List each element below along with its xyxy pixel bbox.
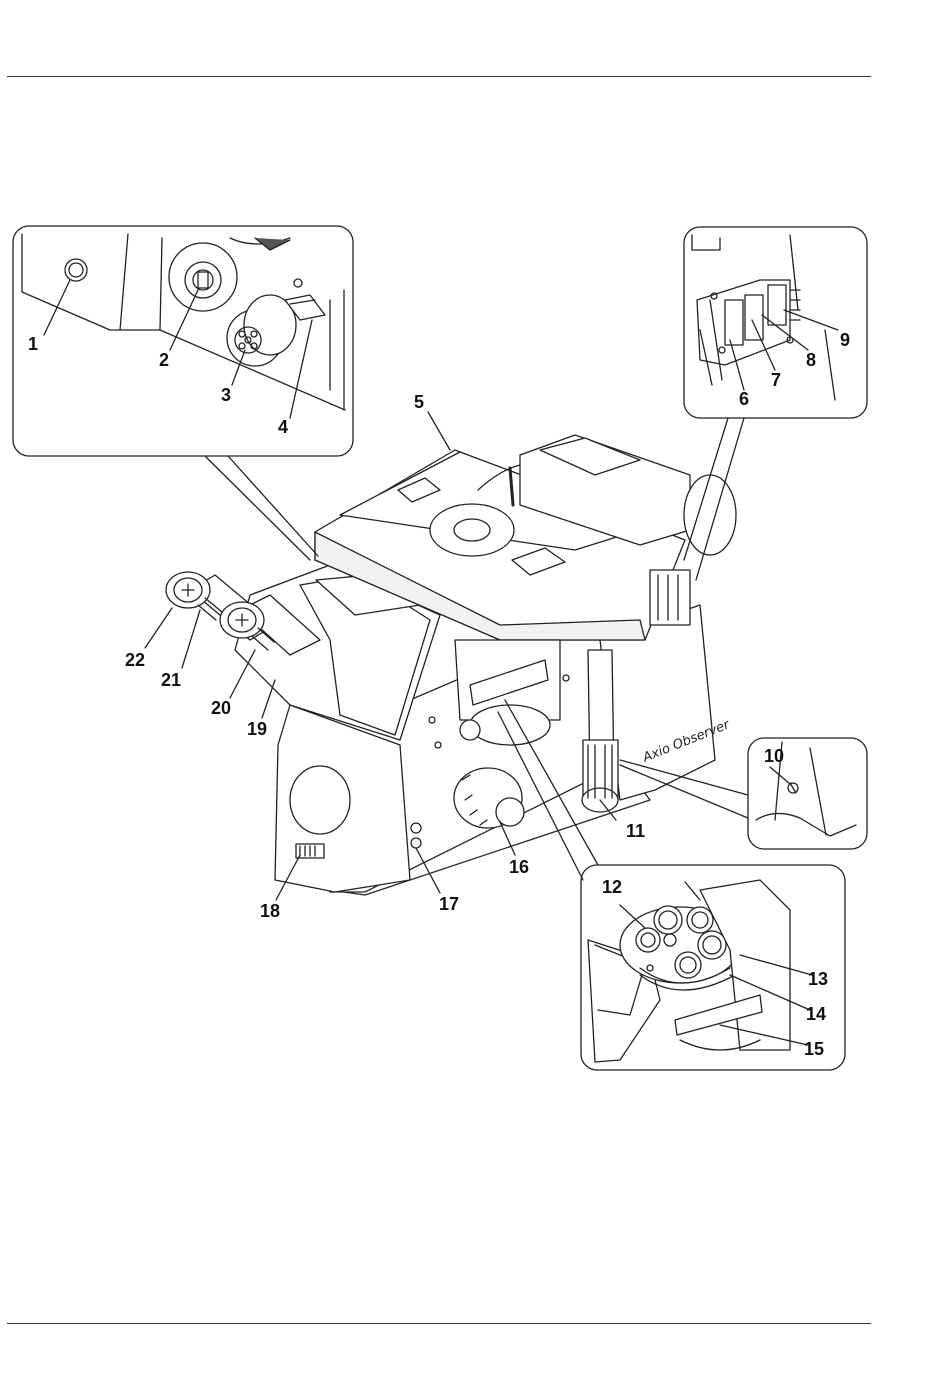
callout-2: 2: [159, 350, 169, 370]
callout-11: 11: [626, 821, 645, 841]
callout-9: 9: [840, 330, 850, 350]
callout-18: 18: [260, 901, 280, 921]
callout-13: 13: [808, 969, 828, 989]
callout-20: 20: [211, 698, 231, 718]
inset-panel-sliders: [684, 227, 867, 580]
callout-19: 19: [247, 719, 267, 739]
callout-14: 14: [806, 1004, 826, 1024]
callout-4: 4: [278, 417, 288, 437]
callout-15: 15: [804, 1039, 824, 1059]
callout-5: 5: [414, 392, 424, 412]
microscope-illustration: Axio Observer: [166, 435, 736, 895]
callout-17: 17: [439, 894, 459, 914]
callout-7: 7: [771, 370, 781, 390]
footer-rule: [7, 1323, 871, 1324]
callout-8: 8: [806, 350, 816, 370]
callout-3: 3: [221, 385, 231, 405]
callout-22: 22: [125, 650, 145, 670]
callout-16: 16: [509, 857, 529, 877]
inset-panel-front: [13, 226, 353, 560]
callout-21: 21: [161, 670, 181, 690]
callout-10: 10: [764, 746, 784, 766]
callout-12: 12: [602, 877, 622, 897]
callout-6: 6: [739, 389, 749, 409]
callout-1: 1: [28, 334, 38, 354]
